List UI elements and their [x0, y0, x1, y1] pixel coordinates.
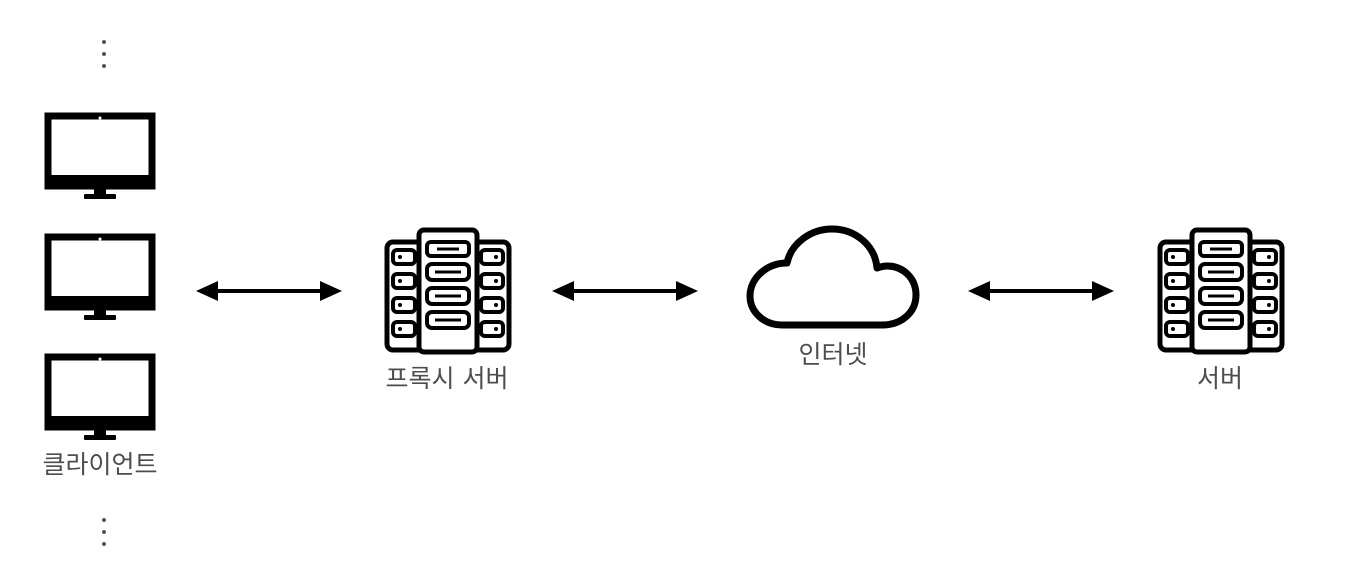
internet-label: 인터넷 — [798, 340, 868, 369]
monitor-icon — [44, 112, 156, 199]
server-rack-icon — [384, 227, 512, 355]
monitor-icon — [44, 233, 156, 320]
cloud-icon — [746, 225, 920, 329]
double-arrow-icon — [196, 281, 342, 301]
client-label: 클라이언트 — [42, 450, 158, 479]
bottom-ellipsis-icon — [101, 518, 107, 554]
server-label: 서버 — [1196, 364, 1244, 393]
top-ellipsis-icon — [101, 40, 107, 76]
monitor-icon — [44, 353, 156, 440]
double-arrow-icon — [968, 281, 1114, 301]
proxy-server-label: 프록시 서버 — [385, 364, 509, 393]
server-rack-icon — [1157, 227, 1285, 355]
double-arrow-icon — [552, 281, 698, 301]
